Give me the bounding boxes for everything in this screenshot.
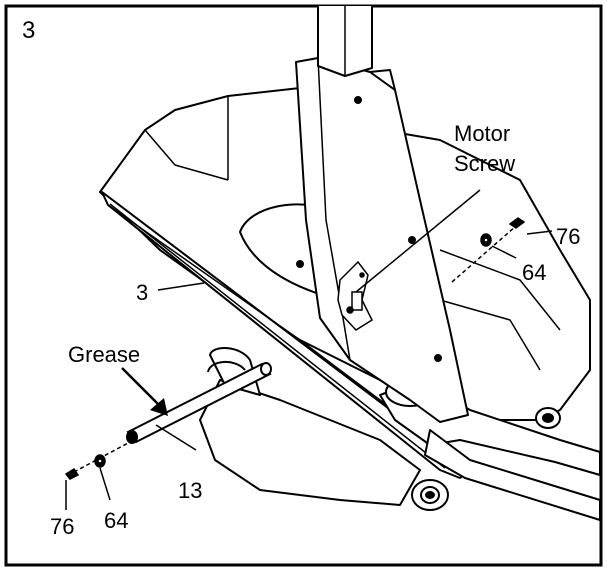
step-number: 3 bbox=[22, 17, 35, 44]
label-part-13: 13 bbox=[178, 478, 202, 503]
label-grease: Grease bbox=[68, 342, 140, 367]
label-76-top: 76 bbox=[556, 224, 580, 249]
label-part-3: 3 bbox=[136, 280, 148, 305]
label-64-bottom: 64 bbox=[104, 508, 128, 533]
roller-left bbox=[412, 480, 448, 510]
label-76-bottom: 76 bbox=[50, 514, 74, 539]
label-motor: Motor bbox=[454, 121, 510, 146]
roller-right bbox=[536, 408, 560, 428]
label-64-top: 64 bbox=[522, 260, 546, 285]
label-screw: Screw bbox=[454, 151, 515, 176]
